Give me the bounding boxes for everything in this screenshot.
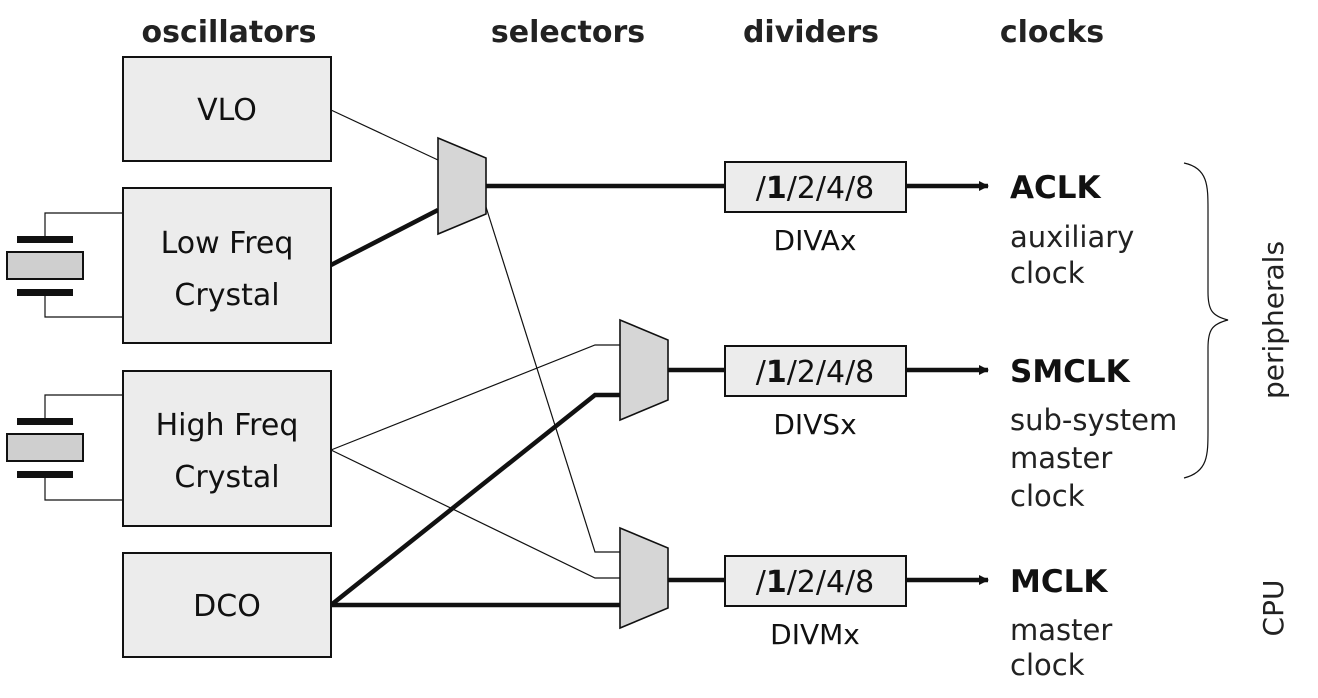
divider-aclk-register: DIVAx — [774, 224, 857, 257]
selector-mux-smclk — [619, 318, 669, 422]
wire-vlo-to-mclk-mux — [485, 206, 620, 553]
oscillator-high-freq-crystal: High Freq Crystal — [122, 370, 332, 527]
side-label-cpu: CPU — [1257, 580, 1290, 637]
oscillator-hf-label-line1: High Freq — [156, 408, 299, 443]
divider-mclk: /1/2/4/8 DIVMx — [724, 555, 907, 651]
clock-mclk-desc-line1: master — [1010, 613, 1112, 647]
oscillator-vlo-label: VLO — [197, 93, 257, 128]
wire-lf-to-aclk-mux — [329, 207, 440, 268]
oscillator-vlo: VLO — [122, 56, 332, 162]
clock-aclk: ACLK auxiliary clock — [1010, 170, 1134, 290]
oscillator-lf-label-line2: Crystal — [174, 278, 279, 313]
oscillator-lf-label-line1: Low Freq — [161, 226, 294, 261]
divider-smclk-register: DIVSx — [773, 408, 856, 441]
header-dividers: dividers — [743, 15, 879, 50]
oscillator-dco-label: DCO — [193, 589, 261, 624]
divider-mclk-values: /1/2/4/8 — [756, 565, 875, 600]
divider-smclk: /1/2/4/8 DIVSx — [724, 345, 907, 441]
clock-smclk-desc-line1: sub-system — [1010, 403, 1177, 437]
divider-mclk-register: DIVMx — [770, 618, 860, 651]
clock-mclk-name: MCLK — [1010, 564, 1108, 600]
clock-smclk: SMCLK sub-system master clock — [1010, 354, 1177, 513]
clock-smclk-desc-line3: clock — [1010, 479, 1085, 513]
clock-mclk-desc-line2: clock — [1010, 648, 1085, 682]
oscillator-low-freq-crystal: Low Freq Crystal — [122, 187, 332, 344]
thin-wires — [330, 109, 620, 579]
wire-vlo-to-aclk-mux — [330, 109, 439, 161]
peripherals-brace — [1183, 162, 1229, 479]
clock-aclk-desc-line2: clock — [1010, 256, 1085, 290]
divider-aclk-values: /1/2/4/8 — [756, 171, 875, 206]
wire-hf-to-smclk-mux — [330, 344, 620, 451]
crystal-icon-hf — [6, 394, 123, 501]
clock-smclk-name: SMCLK — [1010, 354, 1131, 390]
oscillator-hf-label-line2: Crystal — [174, 460, 279, 495]
clock-smclk-desc-line2: master — [1010, 441, 1112, 475]
clock-aclk-name: ACLK — [1010, 170, 1101, 206]
oscillator-dco: DCO — [122, 552, 332, 658]
crystal-icon-lf — [6, 212, 123, 318]
header-oscillators: oscillators — [142, 15, 317, 50]
thick-wires — [329, 181, 989, 608]
wire-hf-to-mclk-mux — [330, 449, 620, 579]
header-clocks: clocks — [1000, 15, 1104, 50]
clock-aclk-desc-line1: auxiliary — [1010, 220, 1134, 254]
divider-smclk-values: /1/2/4/8 — [756, 355, 875, 390]
wire-dco-to-smclk-mux — [329, 392, 620, 607]
side-label-peripherals: peripherals — [1257, 241, 1290, 399]
selector-mux-mclk — [619, 526, 669, 630]
clock-mclk: MCLK master clock — [1010, 564, 1112, 682]
header-selectors: selectors — [491, 15, 645, 50]
selector-mux-aclk — [437, 136, 487, 236]
divider-aclk: /1/2/4/8 DIVAx — [724, 161, 907, 257]
